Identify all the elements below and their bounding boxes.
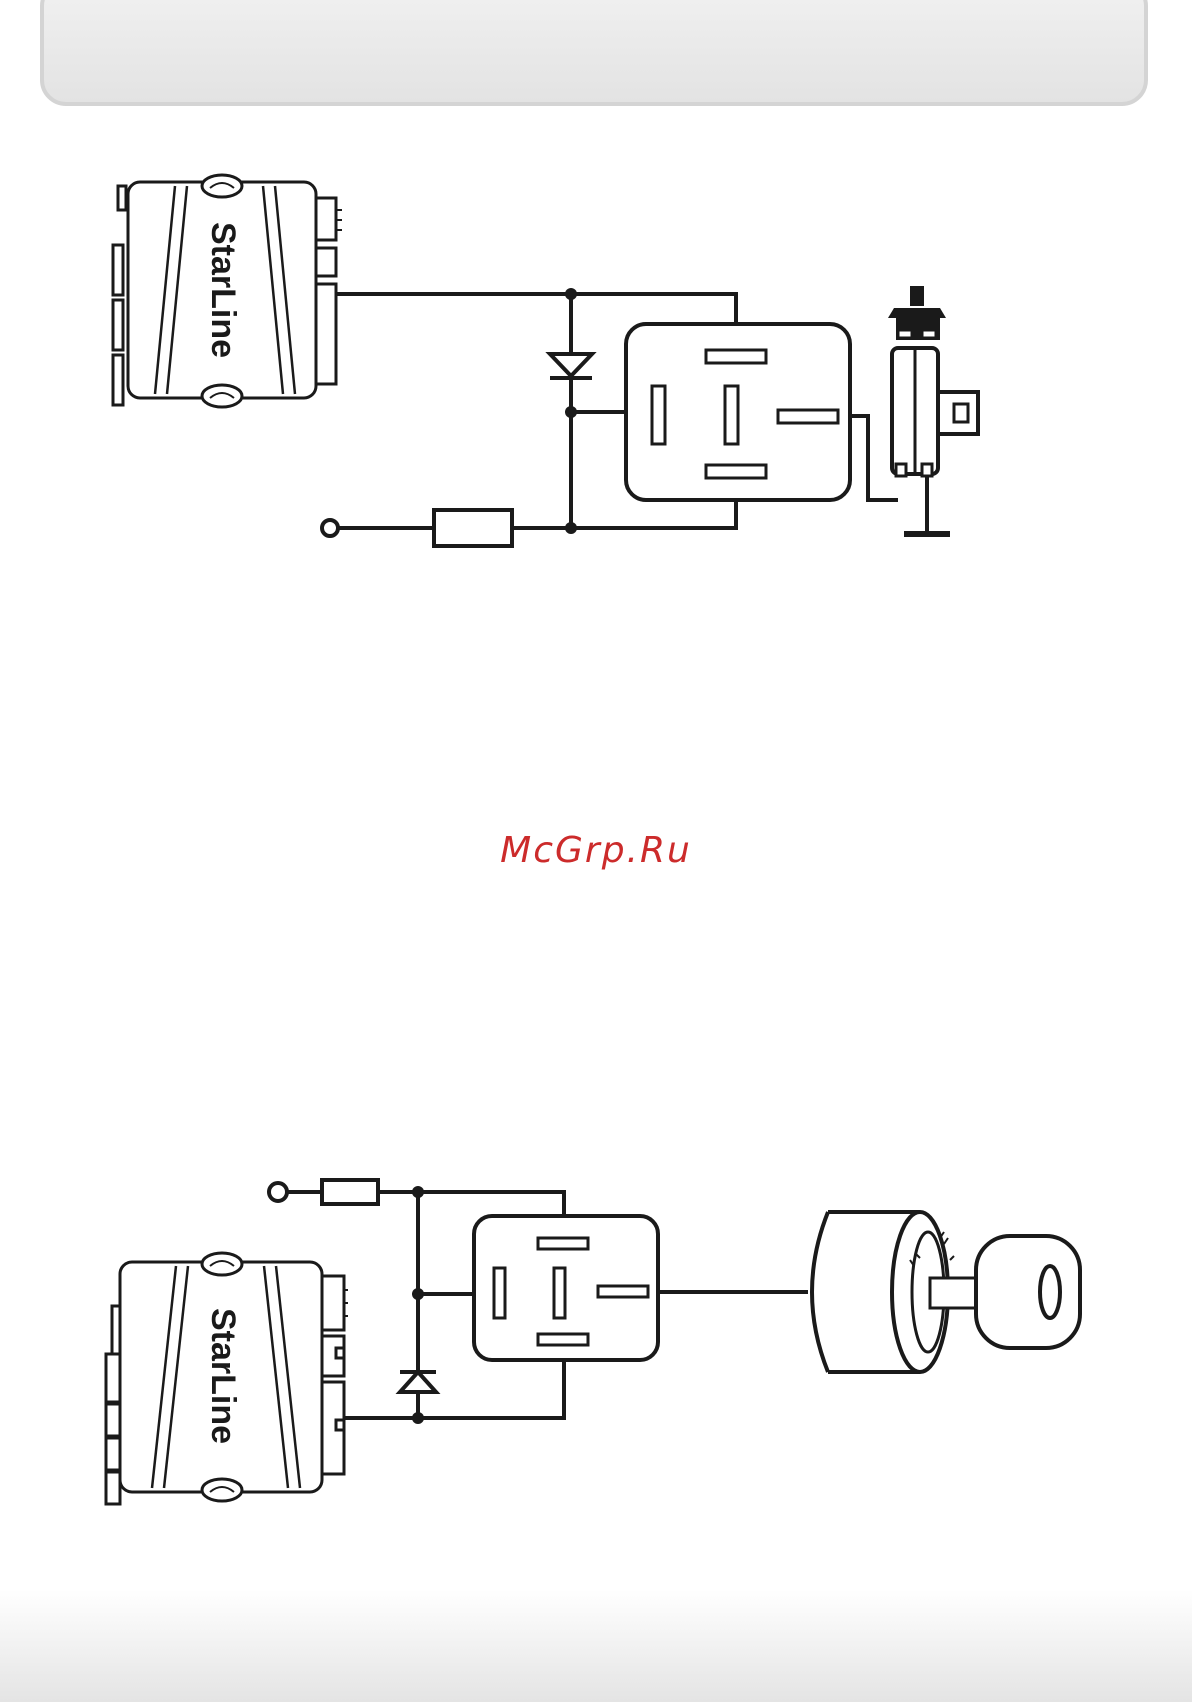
diode	[550, 354, 592, 378]
relay	[626, 324, 850, 500]
wiring-diagram-1: StarLine	[0, 160, 1192, 580]
diode	[400, 1372, 436, 1392]
wiring-diagram-2: StarLine	[0, 1160, 1192, 1520]
ignition-switch	[812, 1212, 976, 1372]
power-terminal	[322, 520, 338, 536]
fuse	[434, 510, 512, 546]
control-wire	[344, 1362, 564, 1418]
key-icon	[976, 1236, 1080, 1348]
unit-brand-label: StarLine	[204, 222, 242, 358]
watermark: McGrp.Ru	[0, 830, 1192, 871]
actuator	[888, 286, 978, 534]
relay	[474, 1216, 658, 1360]
power-terminal	[269, 1183, 287, 1201]
unit-brand-label: StarLine	[204, 1308, 242, 1444]
header-bar	[40, 0, 1148, 106]
alarm-unit: StarLine	[106, 1253, 348, 1504]
alarm-unit: StarLine	[113, 175, 342, 407]
fuse	[322, 1180, 378, 1204]
footer-band	[0, 1590, 1192, 1702]
